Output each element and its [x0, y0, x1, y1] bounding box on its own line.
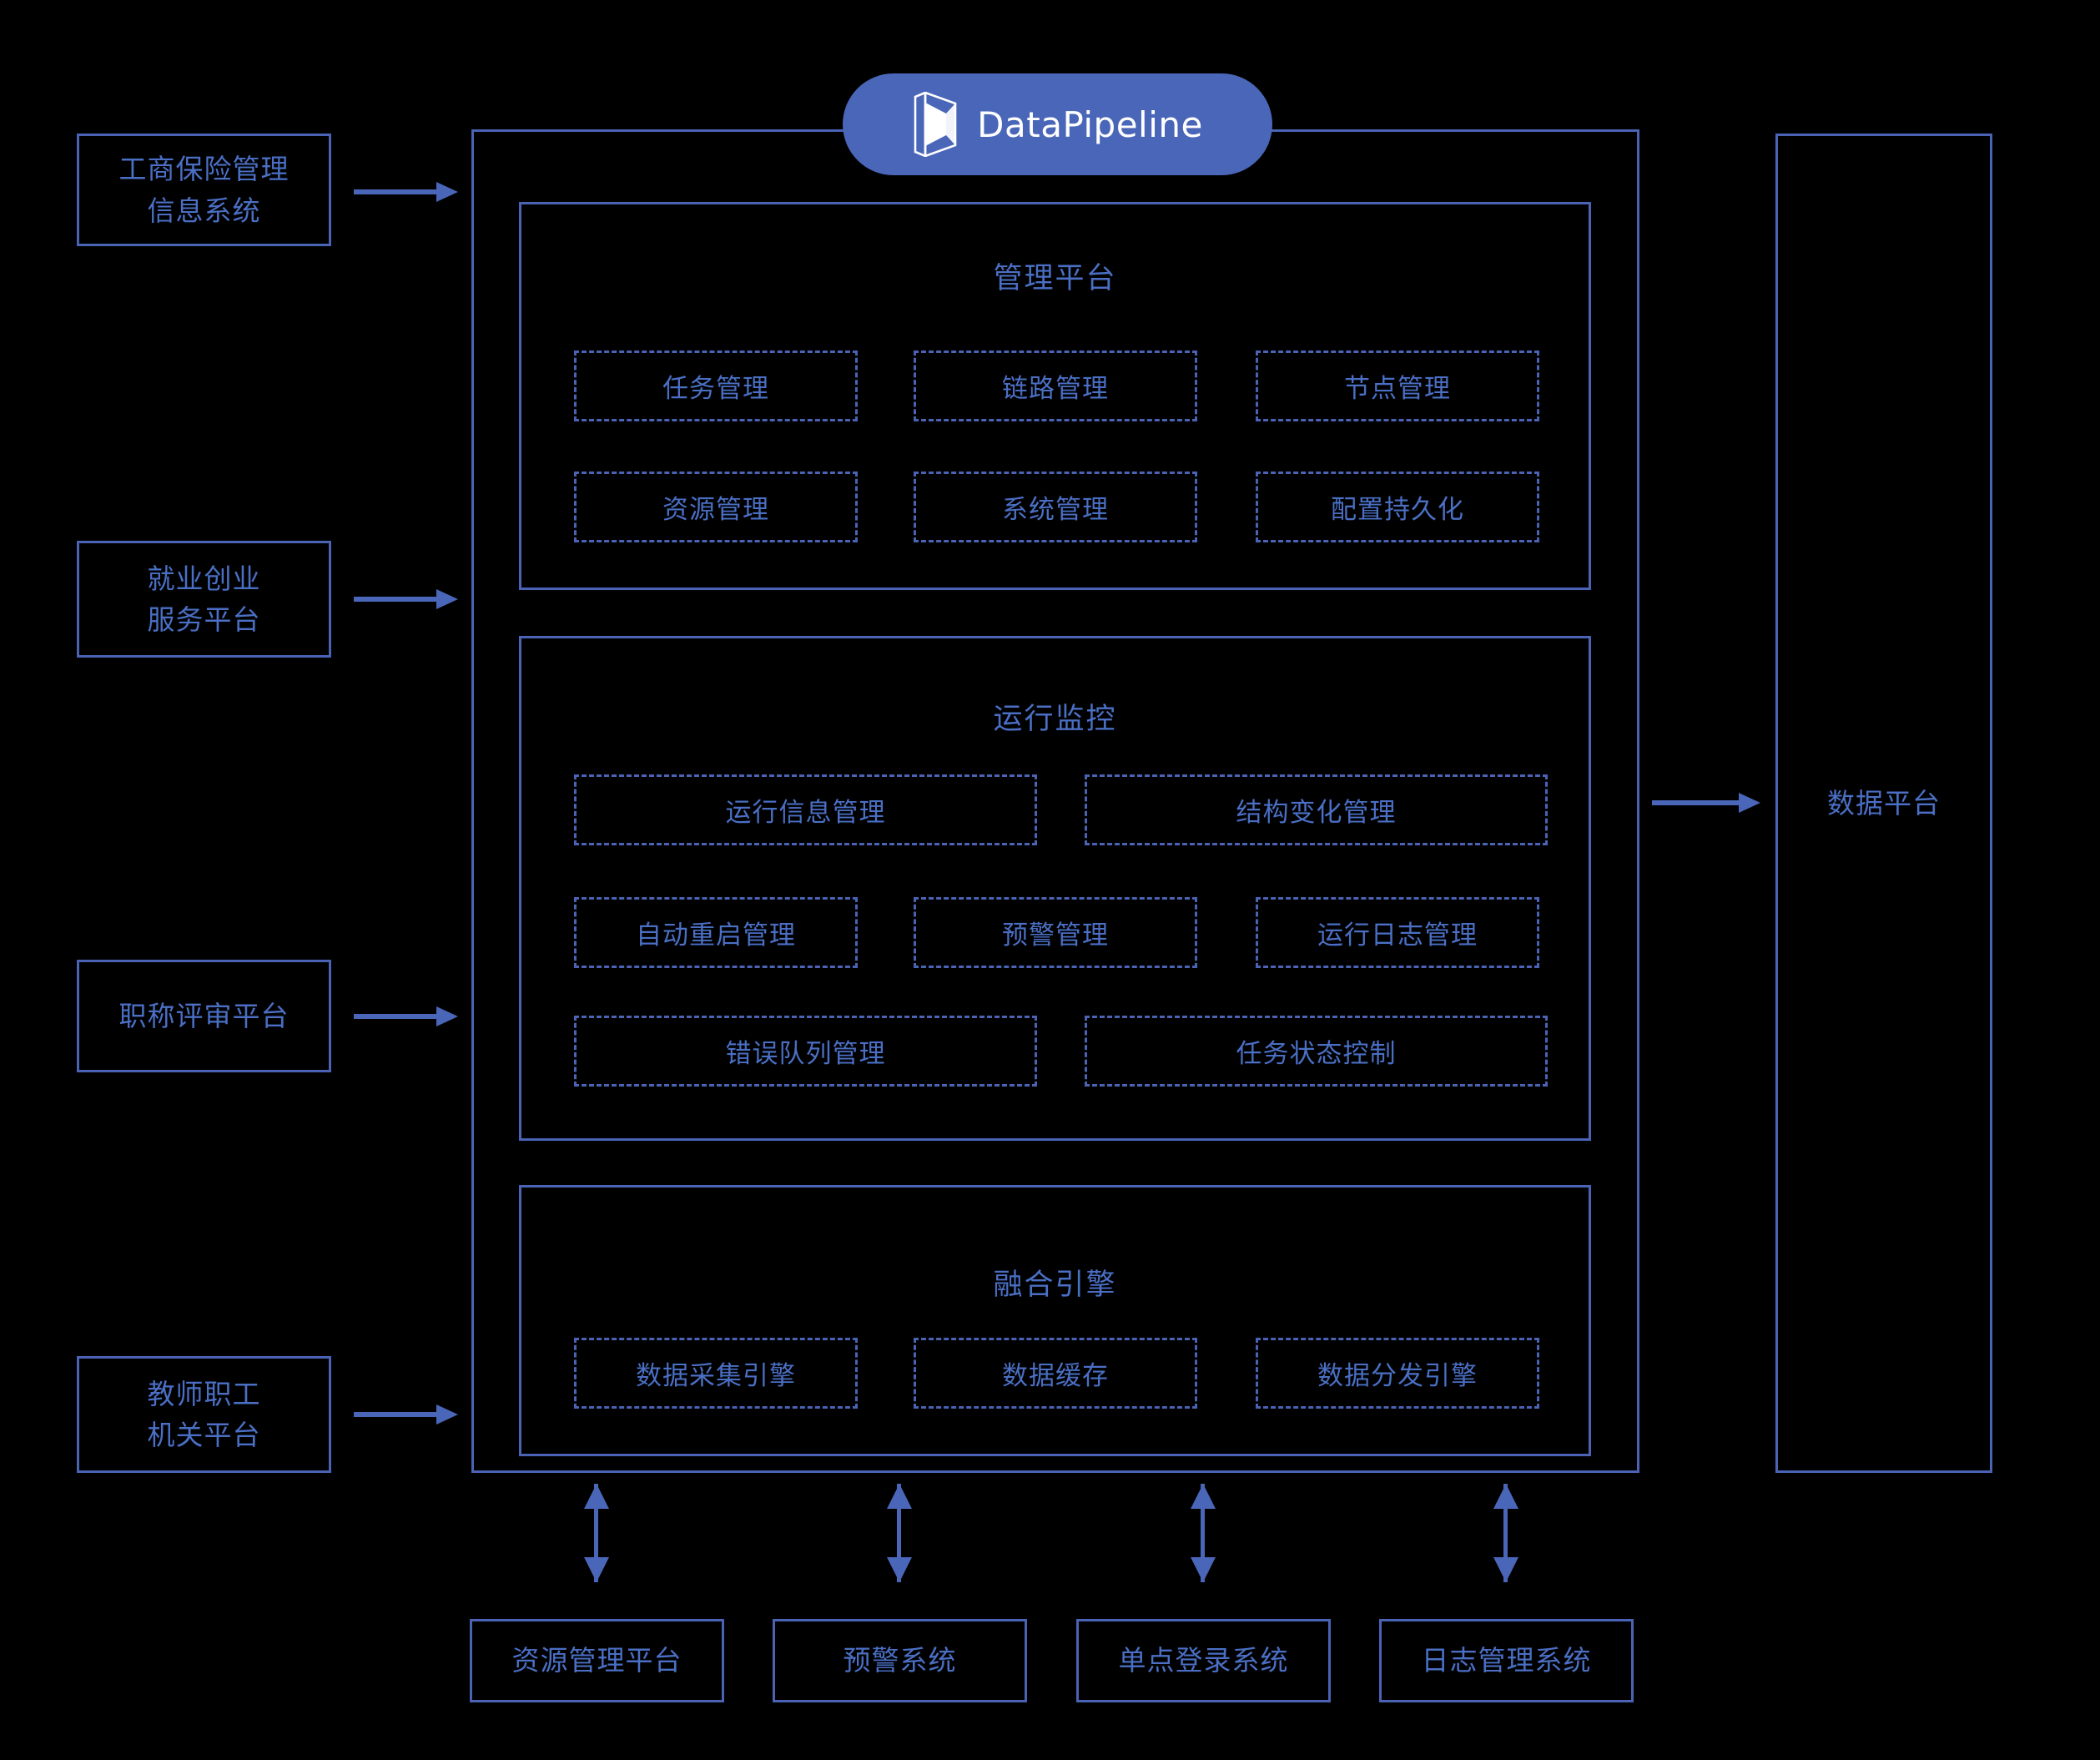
datapipeline-logo-badge[interactable]: DataPipeline [843, 73, 1272, 175]
section-runtime-monitoring: 运行监控 运行信息管理 结构变化管理 自动重启管理 预警管理 运行日志管理 错误… [519, 636, 1591, 1141]
cell-alert-management[interactable]: 预警管理 [914, 897, 1197, 968]
arrow-support-4 [1493, 1484, 1518, 1582]
arrow-support-2 [887, 1484, 912, 1582]
cell-config-persistence[interactable]: 配置持久化 [1256, 472, 1539, 542]
brand-name: DataPipeline [977, 103, 1203, 145]
arrow-support-3 [1191, 1484, 1216, 1582]
section-fusion-engine: 融合引擎 数据采集引擎 数据缓存 数据分发引擎 [519, 1185, 1591, 1456]
arrow-source-2 [354, 589, 458, 609]
cell-structure-change-management[interactable]: 结构变化管理 [1085, 774, 1548, 845]
cell-data-cache[interactable]: 数据缓存 [914, 1338, 1197, 1409]
arrow-source-3 [354, 1006, 458, 1026]
support-box-4[interactable]: 日志管理系统 [1379, 1619, 1634, 1702]
support-box-2[interactable]: 预警系统 [773, 1619, 1027, 1702]
cell-task-management[interactable]: 任务管理 [574, 350, 858, 421]
cell-auto-restart-management[interactable]: 自动重启管理 [574, 897, 858, 968]
cell-node-management[interactable]: 节点管理 [1256, 350, 1539, 421]
cell-error-queue-management[interactable]: 错误队列管理 [574, 1016, 1037, 1087]
datapipeline-logo-icon [914, 92, 957, 157]
arrow-source-4 [354, 1404, 458, 1425]
section-title-fusion: 融合引擎 [993, 1268, 1117, 1301]
cell-system-management[interactable]: 系统管理 [914, 472, 1197, 542]
source-box-1[interactable]: 工商保险管理 信息系统 [77, 134, 331, 246]
cell-runtime-log-management[interactable]: 运行日志管理 [1256, 897, 1539, 968]
data-platform-box[interactable]: 数据平台 [1775, 134, 1992, 1473]
source-box-4[interactable]: 教师职工 机关平台 [77, 1356, 331, 1473]
arrow-to-data-platform [1652, 793, 1760, 813]
cell-data-collection-engine[interactable]: 数据采集引擎 [574, 1338, 858, 1409]
source-box-3[interactable]: 职称评审平台 [77, 960, 331, 1072]
cell-data-distribution-engine[interactable]: 数据分发引擎 [1256, 1338, 1539, 1409]
section-management-platform: 管理平台 任务管理 链路管理 节点管理 资源管理 系统管理 配置持久化 [519, 202, 1591, 590]
section-title-monitoring: 运行监控 [993, 703, 1117, 735]
cell-task-state-control[interactable]: 任务状态控制 [1085, 1016, 1548, 1087]
arrow-support-1 [584, 1484, 609, 1582]
arrow-source-1 [354, 182, 458, 202]
cell-runtime-info-management[interactable]: 运行信息管理 [574, 774, 1037, 845]
support-box-3[interactable]: 单点登录系统 [1076, 1619, 1331, 1702]
source-box-2[interactable]: 就业创业 服务平台 [77, 541, 331, 658]
section-title-management: 管理平台 [993, 262, 1117, 295]
cell-resource-management[interactable]: 资源管理 [574, 472, 858, 542]
cell-link-management[interactable]: 链路管理 [914, 350, 1197, 421]
support-box-1[interactable]: 资源管理平台 [470, 1619, 724, 1702]
